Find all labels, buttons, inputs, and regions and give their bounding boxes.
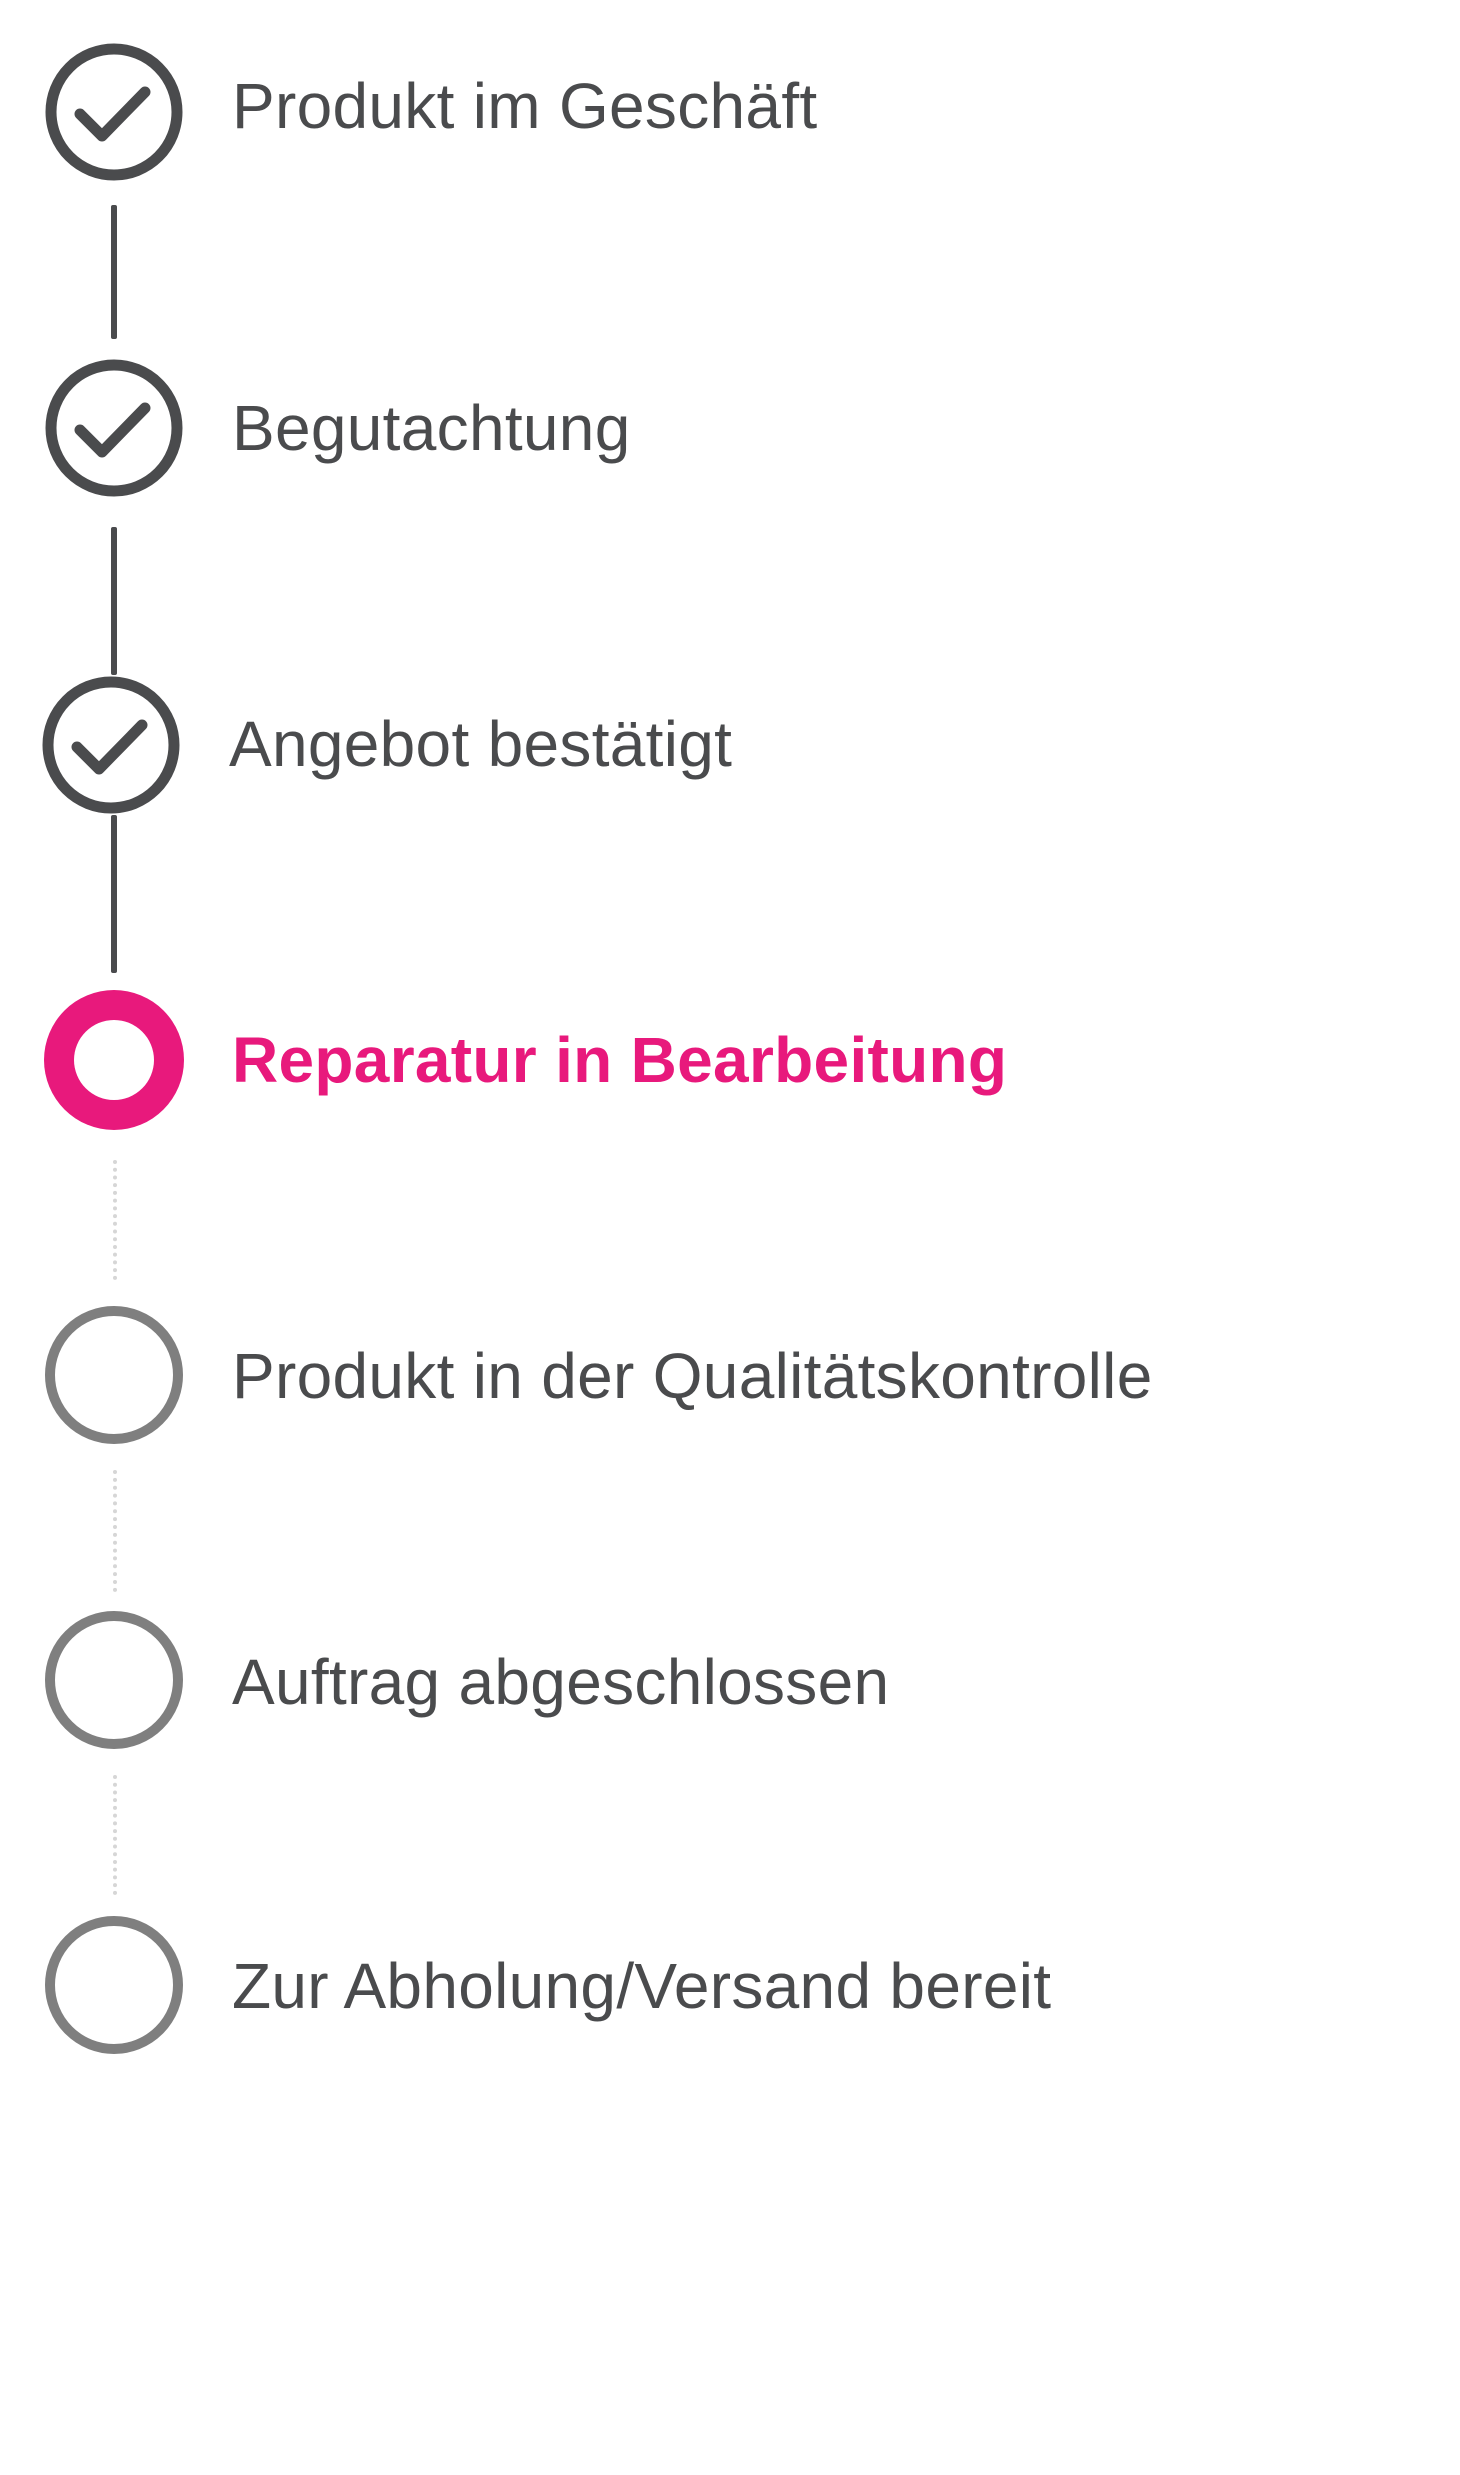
check-circle-icon	[41, 675, 181, 815]
step-label-reparatur-in-bearbeitung: Reparatur in Bearbeitung	[232, 1024, 1008, 1096]
step-label-begutachtung: Begutachtung	[232, 392, 631, 464]
connector-done	[111, 205, 117, 339]
connector-pending	[113, 1160, 117, 1280]
step-label-auftrag-abgeschlossen: Auftrag abgeschlossen	[232, 1646, 890, 1718]
check-circle-icon	[44, 358, 184, 498]
connector-done	[111, 815, 117, 973]
empty-circle-icon	[44, 1915, 184, 2055]
step-label-abholung-versand: Zur Abholung/Versand bereit	[232, 1950, 1052, 2022]
check-circle-icon	[44, 42, 184, 182]
empty-circle-icon	[44, 1305, 184, 1445]
connector-pending	[113, 1470, 117, 1592]
active-ring-icon	[44, 990, 184, 1130]
step-label-qualitaetskontrolle: Produkt in der Qualitätskontrolle	[232, 1340, 1153, 1412]
empty-circle-icon	[44, 1610, 184, 1750]
step-label-produkt-im-geschaeft: Produkt im Geschäft	[232, 70, 818, 142]
connector-done	[111, 527, 117, 675]
step-label-angebot-bestaetigt: Angebot bestätigt	[229, 708, 733, 780]
connector-pending	[113, 1775, 117, 1895]
